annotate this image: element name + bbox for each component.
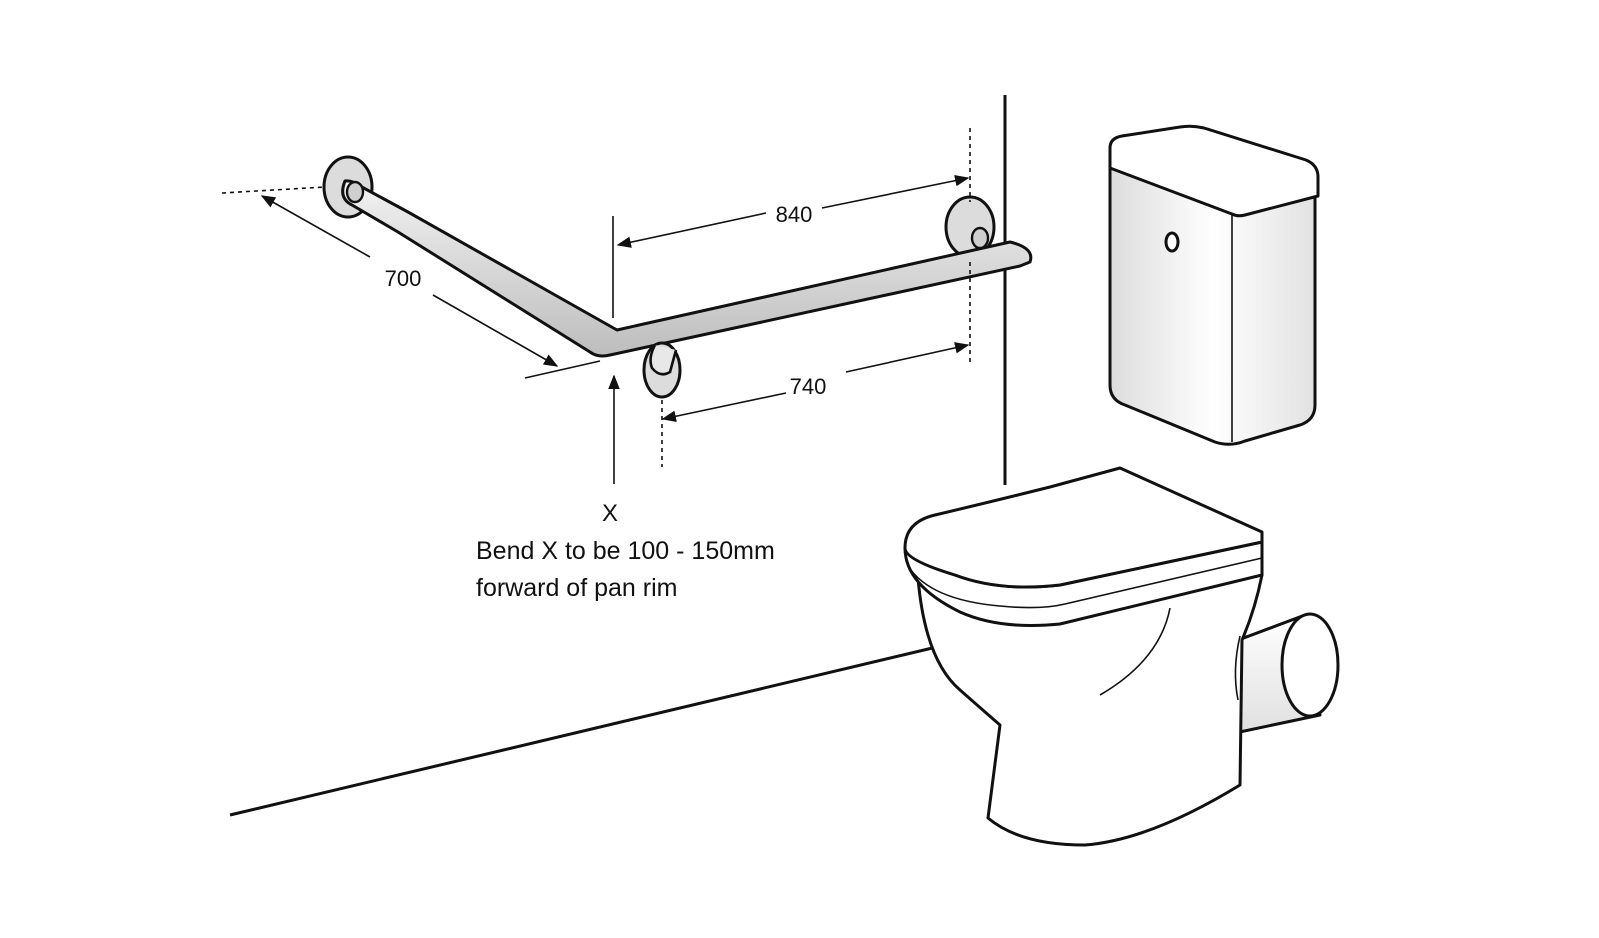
dimension-label-700: 700 xyxy=(385,266,422,291)
cistern xyxy=(1108,124,1320,446)
installation-note: Bend X to be 100 - 150mm forward of pan … xyxy=(476,537,775,602)
flush-button-icon xyxy=(1164,231,1180,253)
grab-rail xyxy=(322,155,1033,399)
floor-line xyxy=(229,643,946,817)
note-line-2: forward of pan rim xyxy=(476,574,677,602)
note-line-1: Bend X to be 100 - 150mm xyxy=(476,537,775,565)
toilet-pan xyxy=(903,466,1264,847)
bend-marker: X xyxy=(602,374,620,527)
bend-marker-label: X xyxy=(602,500,618,527)
dimension-700: 700 xyxy=(221,186,601,379)
dimension-840: 840 xyxy=(612,128,971,318)
dimension-label-740: 740 xyxy=(790,374,827,399)
waste-pipe xyxy=(1223,612,1340,735)
dimension-label-840: 840 xyxy=(776,202,813,227)
dimension-740: 740 xyxy=(661,262,971,467)
